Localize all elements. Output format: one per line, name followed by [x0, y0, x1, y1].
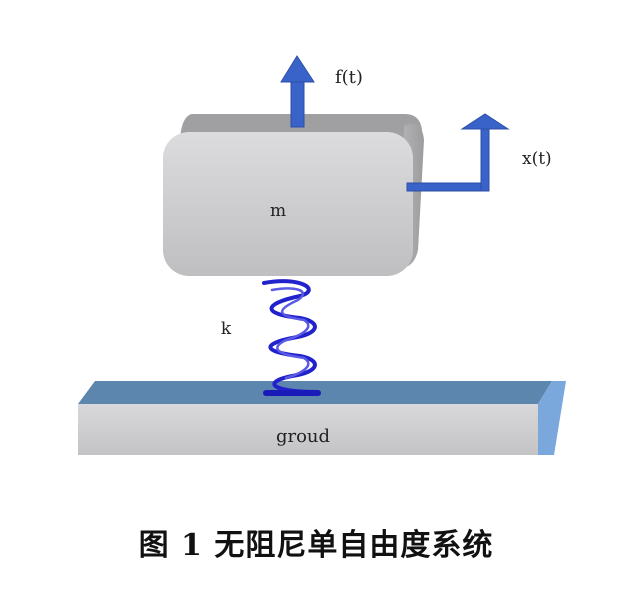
- spring-label: k: [221, 319, 232, 339]
- ground-block: [78, 381, 566, 455]
- figure-caption: 图 1 无阻尼单自由度系统: [138, 528, 494, 563]
- force-label: f(t): [335, 67, 363, 88]
- displacement-label: x(t): [522, 149, 552, 169]
- force-arrow-icon: [280, 55, 315, 128]
- mass-label: m: [270, 201, 286, 221]
- sdof-diagram: f(t) x(t) m k groud: [78, 55, 566, 455]
- spring-coil: [262, 279, 321, 396]
- ground-side-face: [538, 381, 566, 455]
- ground-label: groud: [276, 426, 330, 447]
- mass-front-face: [163, 132, 413, 276]
- displacement-arrow-icon: [406, 113, 510, 192]
- mass-block: [163, 114, 424, 276]
- ground-front-face: [78, 404, 538, 455]
